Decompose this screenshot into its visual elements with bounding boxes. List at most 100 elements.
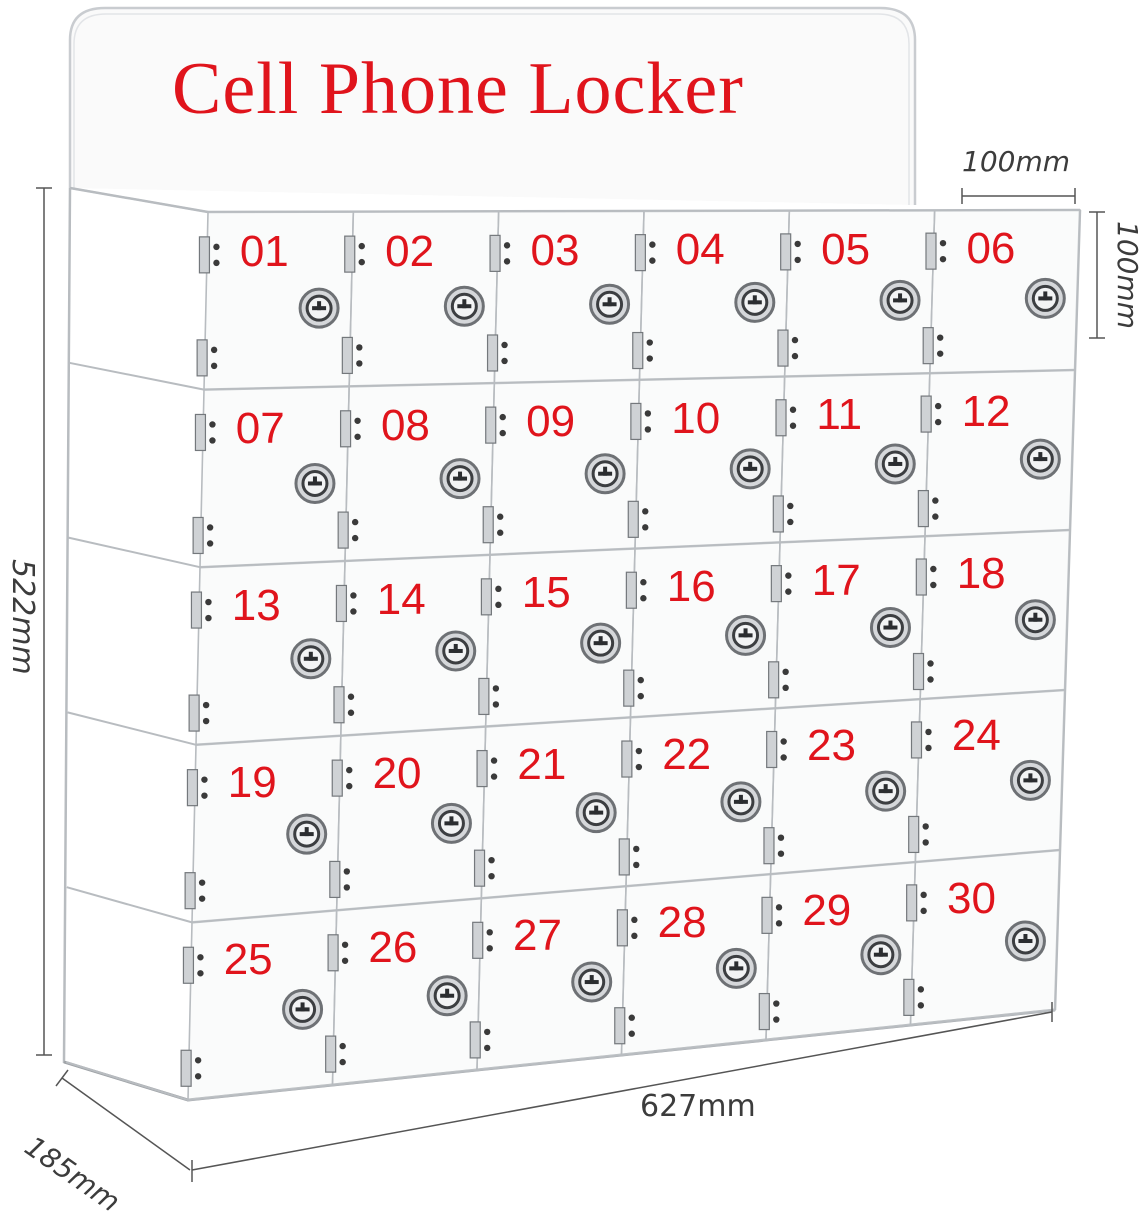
door-lock-16 — [725, 614, 767, 656]
hinge-12-2 — [917, 489, 939, 528]
hinge-24-1 — [910, 721, 932, 759]
hinge-03-1 — [489, 234, 511, 272]
door-lock-06 — [1024, 277, 1066, 319]
locker-number-06: 06 — [966, 224, 1016, 274]
locker-number-15: 15 — [521, 568, 571, 618]
cabinet-doors — [187, 209, 1081, 1101]
door-lock-19 — [286, 813, 328, 855]
dimension-door-width-label: 100mm — [962, 145, 1070, 178]
door-lock-23 — [865, 770, 907, 812]
hinge-19-1 — [186, 769, 208, 807]
hinge-24-2 — [908, 815, 929, 854]
hinge-04-2 — [632, 331, 653, 370]
hinge-17-1 — [770, 565, 792, 603]
hinge-13-1 — [190, 591, 212, 629]
locker-number-26: 26 — [368, 923, 418, 973]
hinge-08-2 — [337, 511, 359, 549]
locker-number-21: 21 — [517, 739, 567, 789]
hinge-11-1 — [775, 399, 797, 437]
shelf-edge-2 — [68, 536, 201, 569]
hinge-21-2 — [473, 849, 495, 887]
hinge-07-2 — [192, 516, 214, 555]
locker-number-10: 10 — [671, 393, 721, 443]
locker-number-03: 03 — [530, 225, 580, 275]
hinge-14-2 — [333, 686, 355, 724]
door-hinges — [180, 232, 947, 1087]
hinge-29-1 — [761, 896, 783, 934]
hinge-19-2 — [184, 872, 206, 910]
hinge-20-2 — [329, 860, 351, 899]
locker-door-30 — [909, 849, 1061, 1026]
door-lock-13 — [290, 638, 332, 680]
door-lock-22 — [720, 781, 762, 823]
header-title: Cell Phone Locker — [172, 48, 744, 130]
hinge-02-1 — [344, 235, 365, 273]
locker-number-27: 27 — [513, 910, 562, 960]
locker-number-04: 04 — [675, 225, 725, 275]
hinge-01-1 — [198, 236, 220, 274]
door-lock-10 — [729, 448, 771, 490]
hinge-25-2 — [180, 1049, 202, 1087]
hinge-26-1 — [327, 934, 349, 972]
door-lock-28 — [715, 947, 757, 989]
hinge-17-2 — [768, 661, 789, 699]
dimension-total-width-label: 627mm — [640, 1089, 756, 1124]
hinge-05-2 — [777, 329, 799, 367]
hinge-28-2 — [614, 1007, 635, 1045]
hinge-16-2 — [623, 669, 644, 707]
door-lock-07 — [294, 462, 336, 504]
locker-number-12: 12 — [961, 386, 1011, 436]
hinge-10-1 — [630, 402, 652, 441]
door-lock-26 — [426, 975, 468, 1017]
locker-number-07: 07 — [235, 404, 285, 454]
locker-number-01: 01 — [239, 227, 289, 277]
locker-number-24: 24 — [951, 711, 1001, 761]
door-lock-21 — [575, 792, 617, 834]
hinge-30-2 — [903, 978, 925, 1016]
hinge-06-1 — [925, 232, 947, 270]
hinge-25-1 — [182, 946, 204, 984]
hinge-14-1 — [335, 584, 357, 623]
locker-number-28: 28 — [657, 898, 707, 948]
hinge-09-2 — [482, 506, 504, 544]
locker-number-09: 09 — [526, 397, 576, 447]
door-lock-20 — [430, 802, 472, 844]
header-panel — [68, 6, 917, 205]
hinge-18-1 — [915, 558, 937, 596]
hinge-06-2 — [922, 327, 944, 365]
hinge-23-1 — [766, 730, 787, 769]
door-lock-08 — [439, 458, 481, 500]
hinge-22-1 — [621, 740, 643, 778]
shelf-edge-3 — [67, 711, 197, 746]
door-lock-05 — [879, 279, 921, 321]
locker-number-25: 25 — [223, 935, 273, 985]
shelf-edge-1 — [69, 361, 205, 391]
hinge-22-2 — [618, 838, 640, 876]
hinge-23-2 — [763, 827, 785, 865]
shelf-edge-0 — [69, 187, 209, 213]
locker-number-08: 08 — [380, 400, 430, 450]
hinge-03-2 — [486, 334, 508, 372]
locker-number-13: 13 — [231, 581, 281, 631]
locker-number-05: 05 — [821, 224, 871, 274]
hinge-08-1 — [339, 410, 361, 448]
door-lock-30 — [1004, 920, 1046, 962]
dimension-total-height-label: 522mm — [5, 559, 40, 675]
hinge-12-1 — [920, 395, 942, 433]
door-lock-17 — [869, 607, 911, 649]
locker-number-20: 20 — [372, 748, 422, 798]
shelf-edge-5 — [65, 1061, 189, 1101]
locker-number-18: 18 — [956, 549, 1006, 599]
dimension-door-height-label: 100mm — [1111, 221, 1144, 329]
hinge-20-1 — [331, 759, 353, 797]
hinge-09-1 — [485, 406, 506, 444]
hinge-02-2 — [341, 336, 363, 375]
door-lock-11 — [874, 443, 916, 485]
locker-number-11: 11 — [816, 390, 863, 440]
hinge-18-2 — [912, 652, 934, 691]
header-panel-edge — [73, 13, 910, 205]
locker-number-19: 19 — [227, 758, 277, 808]
hinge-04-1 — [634, 234, 656, 272]
hinge-05-1 — [780, 233, 801, 271]
